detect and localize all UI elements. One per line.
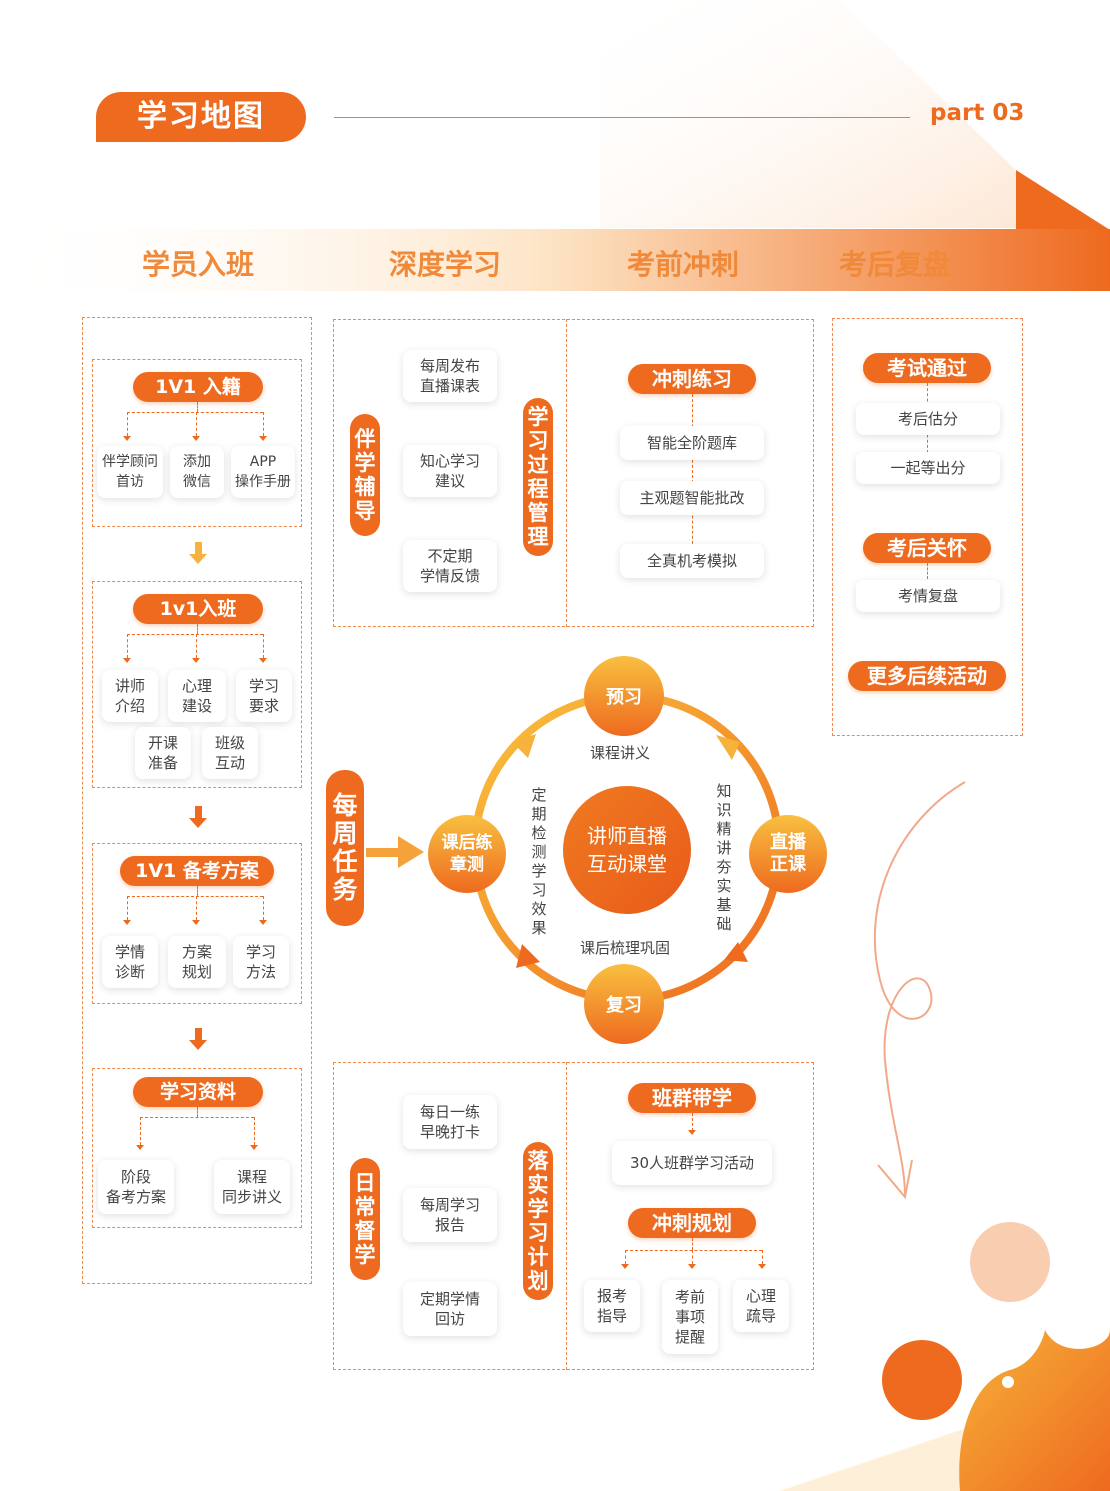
- process-management-label: 学习过程管理: [523, 398, 553, 556]
- exam-passed-title: 考试通过: [863, 353, 991, 383]
- stage-enrollment: 学员入班: [141, 248, 254, 281]
- card-wait-results: 一起等出分: [856, 452, 1000, 484]
- part-number: part 03: [930, 100, 1025, 126]
- stage-exam-sprint: 考前冲刺: [626, 248, 739, 281]
- enrollment-section-1: [92, 359, 302, 527]
- card-class-prep: 开课 准备: [135, 727, 191, 779]
- card-class-interaction: 班级 互动: [202, 727, 258, 779]
- card-question-bank: 智能全阶题库: [620, 426, 764, 460]
- header-divider: [334, 117, 910, 118]
- card-regular-visit: 定期学情 回访: [403, 1282, 497, 1336]
- enrollment-section-2: [92, 581, 302, 788]
- card-counseling: 心理 疏导: [733, 1280, 789, 1332]
- card-mock-exam: 全真机考模拟: [620, 544, 764, 578]
- card-app-manual: APP 操作手册: [231, 446, 295, 498]
- card-stage-plan: 阶段 备考方案: [98, 1160, 174, 1214]
- enrollment-section-4: [92, 1068, 302, 1228]
- companion-guidance-label: 伴学辅导: [350, 414, 380, 536]
- card-group-activity: 30人班群学习活动: [612, 1141, 772, 1185]
- post-exam-panel: [832, 318, 1023, 736]
- node-preview: 预习: [584, 656, 664, 736]
- card-method: 学习 方法: [233, 936, 289, 988]
- card-add-wechat: 添加 微信: [170, 446, 224, 498]
- sprint-practice-title: 冲刺练习: [628, 364, 756, 394]
- card-course-notes: 课程 同步讲义: [214, 1160, 290, 1214]
- class-entry-title: 1v1入班: [133, 594, 263, 624]
- daily-supervision-label: 日常督学: [350, 1158, 380, 1280]
- enrollment-panel: [82, 317, 312, 1284]
- card-study-advice: 知心学习 建议: [403, 445, 497, 497]
- class-group-title: 班群带学: [628, 1083, 756, 1113]
- card-progress-feedback: 不定期 学情反馈: [403, 540, 497, 592]
- live-class-center: 讲师直播 互动课堂: [563, 786, 691, 914]
- stage-post-exam: 考后复盘: [838, 248, 951, 281]
- card-daily-checkin: 每日一练 早晚打卡: [403, 1095, 497, 1149]
- card-advisor-visit: 伴学顾问 首访: [97, 446, 163, 498]
- label-regular-testing: 定期检测学习效果: [531, 786, 547, 937]
- exam-plan-title: 1V1 备考方案: [120, 856, 274, 886]
- node-live-class: 直播 正课: [749, 815, 827, 893]
- card-study-requirements: 学习 要求: [236, 670, 292, 722]
- label-course-notes: 课程讲义: [589, 744, 650, 762]
- card-registration-guide: 报考 指导: [584, 1280, 640, 1332]
- page-title: 学习地图: [96, 92, 306, 142]
- card-weekly-report: 每周学习 报告: [403, 1188, 497, 1242]
- card-exam-reminder: 考前 事项 提醒: [662, 1280, 718, 1354]
- weekly-task-label: 每周任务: [326, 770, 364, 926]
- deep-learning-top-panel: [333, 319, 814, 627]
- card-exam-review: 考情复盘: [856, 580, 1000, 612]
- label-knowledge-foundation: 知识精讲 夯实基础: [716, 782, 732, 933]
- implement-plan-label: 落实学习计划: [523, 1142, 553, 1300]
- card-diagnosis: 学情 诊断: [102, 936, 158, 988]
- node-review: 复习: [584, 964, 664, 1044]
- label-consolidation: 课后梳理巩固: [579, 939, 670, 957]
- node-after-class-test: 课后练 章测: [428, 815, 506, 893]
- materials-title: 学习资料: [133, 1077, 263, 1107]
- card-teacher-intro: 讲师 介绍: [102, 670, 158, 722]
- deep-learning-bottom-panel: [333, 1062, 814, 1370]
- card-score-estimate: 考后估分: [856, 403, 1000, 435]
- more-activities-title: 更多后续活动: [848, 661, 1006, 691]
- enrollment-section-3: [92, 843, 302, 1004]
- card-plan: 方案 规划: [168, 936, 226, 988]
- stage-deep-learning: 深度学习: [388, 248, 501, 281]
- post-exam-care-title: 考后关怀: [863, 533, 991, 563]
- card-weekly-schedule: 每周发布 直播课表: [403, 350, 497, 402]
- enrollment-step-title: 1V1 入籍: [133, 372, 263, 402]
- sprint-plan-title: 冲刺规划: [628, 1208, 756, 1238]
- card-ai-grading: 主观题智能批改: [620, 481, 764, 515]
- card-mental-prep: 心理 建设: [168, 670, 226, 722]
